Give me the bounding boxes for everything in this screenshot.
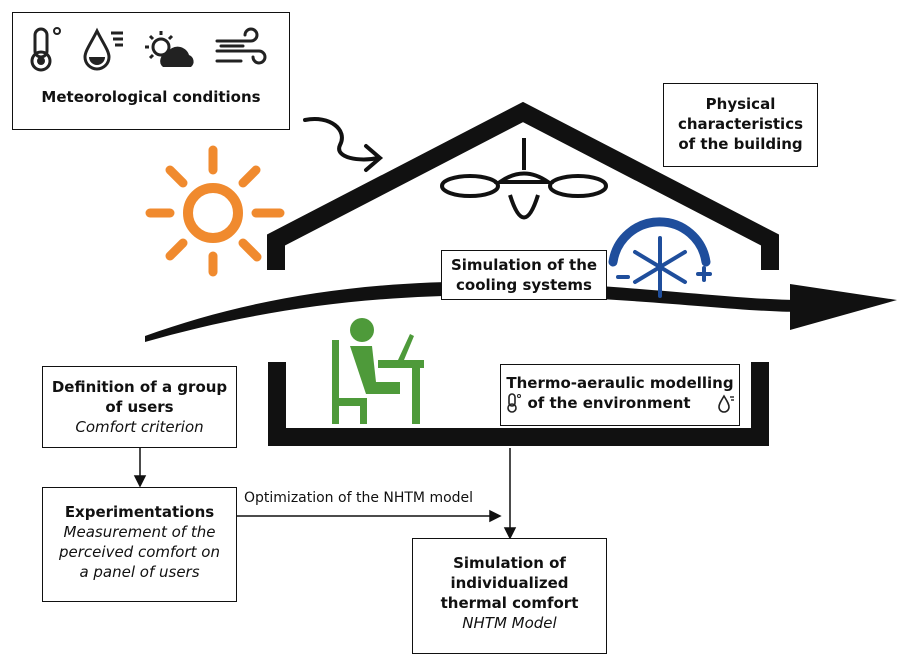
thermo-line-1: Thermo-aeraulic modelling xyxy=(506,374,734,392)
meteo-arrow xyxy=(303,117,384,172)
snowflake-icon xyxy=(608,217,712,298)
simulation-line-3: thermal comfort xyxy=(440,594,579,612)
physical-characteristics-box: Physical characteristics of the building xyxy=(663,83,818,167)
humidity-drop-icon xyxy=(83,27,123,71)
thermo-aeraulic-box: Thermo-aeraulic modelling of the environ… xyxy=(500,364,740,426)
experiments-line-3: a panel of users xyxy=(79,563,200,581)
cooling-line-1: Simulation of the xyxy=(450,256,598,274)
user-group-definition-box: Definition of a group of users Comfort c… xyxy=(42,366,237,448)
person-at-desk-icon xyxy=(332,318,424,424)
thermo-line-2: of the environment xyxy=(527,394,691,412)
wind-icon xyxy=(215,27,267,65)
meteorological-conditions-label: Meteorological conditions xyxy=(41,88,261,106)
physical-line-1: Physical xyxy=(705,95,776,113)
house-walls xyxy=(268,362,769,446)
users-line-3: Comfort criterion xyxy=(75,418,204,436)
ceiling-fan-icon xyxy=(440,138,608,220)
experiments-line-1: Measurement of the xyxy=(63,523,216,541)
meteorological-conditions-box: Meteorological conditions xyxy=(12,12,290,130)
cooling-systems-box: Simulation of the cooling systems xyxy=(441,250,607,300)
experimentations-box: Experimentations Measurement of the perc… xyxy=(42,487,237,602)
simulation-line-2: individualized xyxy=(450,574,569,592)
wind-arrow xyxy=(145,281,897,342)
humidity-small-icon xyxy=(717,394,734,413)
thermometer-icon xyxy=(30,27,61,72)
users-line-2: of users xyxy=(105,398,174,416)
simulation-line-1: Simulation of xyxy=(453,554,566,572)
simulation-line-4: NHTM Model xyxy=(462,614,557,632)
sun-icon xyxy=(145,145,285,277)
optimization-label: Optimization of the NHTM model xyxy=(244,490,474,506)
physical-line-2: characteristics xyxy=(677,115,804,133)
experiments-title: Experimentations xyxy=(64,503,215,521)
thermometer-small-icon xyxy=(507,393,522,413)
users-line-1: Definition of a group xyxy=(51,378,228,396)
sun-cloud-icon xyxy=(145,31,194,67)
experiments-line-2: perceived comfort on xyxy=(59,543,220,561)
individualized-comfort-simulation-box: Simulation of individualized thermal com… xyxy=(412,538,607,654)
cooling-line-2: cooling systems xyxy=(456,276,592,294)
house-roof xyxy=(267,101,779,270)
physical-line-3: of the building xyxy=(678,135,803,153)
connector-lines xyxy=(133,448,517,540)
